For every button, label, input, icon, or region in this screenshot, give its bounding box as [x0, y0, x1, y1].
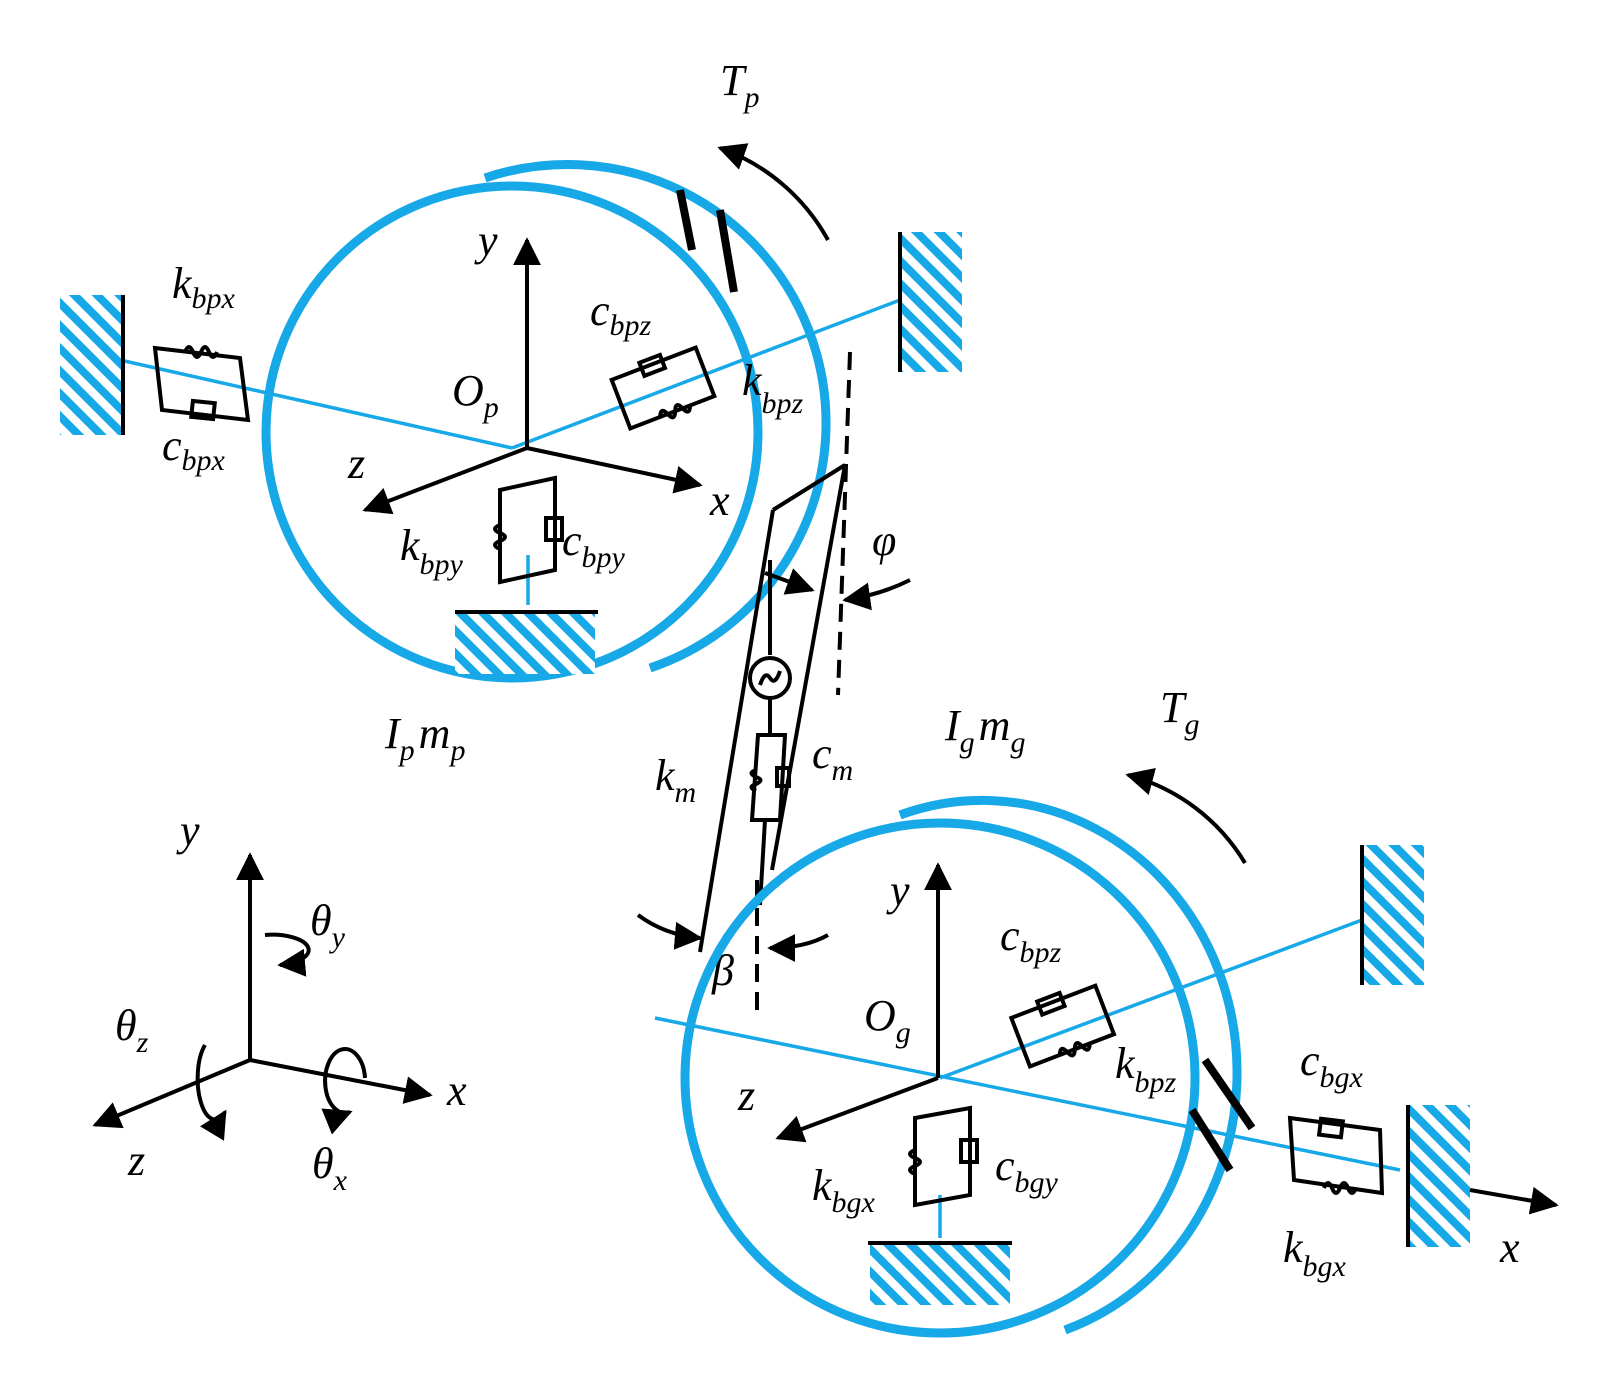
gear-x-support-line — [654, 1016, 1401, 1172]
label-Tp: Tp — [720, 56, 759, 114]
gear-z-axis — [775, 1076, 939, 1143]
pinion-bearing-bar-1 — [676, 189, 696, 251]
label-kbgx-left: kbgx — [812, 1161, 876, 1219]
label-km: km — [655, 751, 696, 809]
gear-top-right-ground-hatch — [1362, 845, 1424, 985]
gear-z-support-line — [939, 918, 1363, 1080]
label-kbgx-right: kbgx — [1283, 1223, 1347, 1283]
phi-arrow-left — [764, 568, 815, 595]
label-theta-x: θx — [312, 1139, 348, 1197]
label-cbgx: cbgx — [1300, 1036, 1364, 1094]
ref-x-axis — [249, 1058, 433, 1104]
pinion-back-face — [483, 160, 831, 673]
gear-bearing-bar-1 — [1201, 1057, 1256, 1131]
reference-frame — [92, 852, 433, 1141]
pinion-right-ground-hatch — [900, 232, 962, 372]
pinion-x-label: x — [709, 476, 730, 525]
label-cbgy: cbgy — [995, 1141, 1059, 1199]
pinion-x-axis — [526, 446, 703, 494]
driven-gear — [680, 795, 1242, 1338]
label-cbpz-pinion: cbpz — [590, 286, 652, 342]
pinion-y-spring-damper — [493, 475, 564, 585]
gear-bottom-ground-hatch — [870, 1245, 1010, 1305]
output-x-axis — [1469, 1186, 1559, 1215]
gear-z-spring-damper — [1008, 983, 1117, 1070]
label-kbpx: kbpx — [172, 259, 236, 315]
gear-back-face — [898, 795, 1242, 1335]
pinion-x-spring-damper — [152, 345, 251, 423]
beta-arrow-left — [636, 913, 703, 950]
gear-bearing-bar-2 — [1188, 1107, 1234, 1173]
pinion-y-label: y — [474, 216, 498, 265]
phi-label: φ — [872, 516, 896, 565]
gear-y-label: y — [886, 866, 910, 915]
label-cbpy: cbpy — [562, 516, 626, 574]
label-kbpz-gear: kbpz — [1115, 1039, 1177, 1099]
mesh-line-of-action — [698, 463, 847, 953]
gear-bottom-right-ground-hatch — [1408, 1105, 1470, 1247]
gear-y-spring-damper — [908, 1105, 979, 1208]
ref-y-label: y — [176, 806, 200, 855]
pinion-z-label: z — [347, 439, 365, 488]
pinion-left-ground-hatch — [60, 295, 122, 435]
ref-x-label: x — [446, 1066, 467, 1115]
pinion-bearing-bar-2 — [716, 209, 738, 293]
label-kbpz-pinion: kbpz — [742, 356, 804, 420]
phi-arrow-right — [842, 578, 911, 611]
label-Igmg: Igmg — [944, 701, 1025, 759]
label-Ipmp: Ipmp — [384, 709, 465, 767]
label-theta-y: θy — [310, 896, 346, 954]
label-Og: Og — [864, 991, 911, 1049]
phi-reference-dashed — [836, 351, 852, 696]
label-cbpz-gear: cbpz — [1000, 911, 1062, 969]
gear-torque-arrow — [1125, 767, 1247, 865]
label-Op: Op — [452, 366, 499, 424]
pinion-z-spring-damper — [609, 345, 717, 431]
ref-z-axis — [92, 1058, 251, 1129]
pinion-front-face — [261, 181, 763, 683]
output-x-label: x — [1499, 1223, 1520, 1272]
gear-coordinate-axes — [775, 862, 952, 1143]
pinion-coordinate-axes — [362, 237, 703, 515]
pinion-x-support-line — [119, 358, 513, 450]
pinion-bottom-ground-hatch — [455, 612, 595, 674]
ref-z-label: z — [127, 1136, 145, 1185]
gear-x-spring-damper — [1287, 1115, 1385, 1196]
label-kbpy: kbpy — [400, 521, 464, 581]
label-theta-z: θz — [115, 1001, 149, 1059]
theta-y-arrow — [264, 932, 311, 977]
pinion-gear — [261, 160, 831, 683]
label-cm: cm — [812, 729, 853, 787]
gear-front-face — [680, 818, 1200, 1338]
pinion-z-axis — [362, 446, 528, 515]
beta-arrow-right — [767, 933, 829, 962]
theta-z-arrow — [195, 1043, 227, 1141]
gear-z-label: z — [737, 1071, 755, 1120]
label-Tg: Tg — [1160, 683, 1199, 741]
label-cbpx: cbpx — [162, 421, 226, 477]
theta-x-arrow — [321, 1047, 367, 1135]
pinion-torque-arrow — [717, 143, 830, 241]
